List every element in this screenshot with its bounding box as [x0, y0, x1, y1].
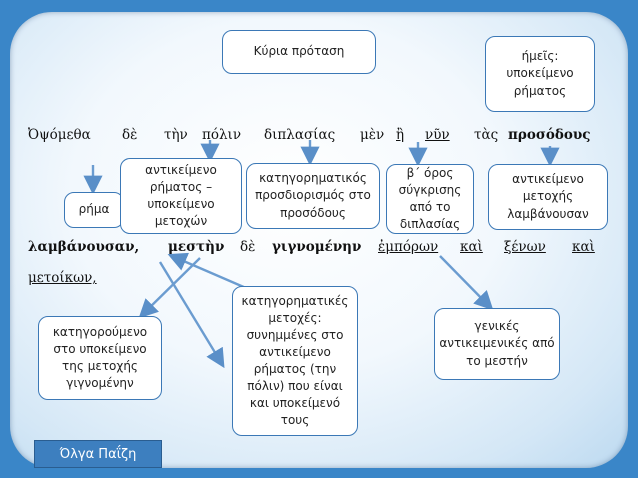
kategorimatikes-metoxes-box: κατηγορηματικές μετοχές: συνημμένες στο … — [232, 286, 358, 436]
arrow-kategorimatikes-2 — [158, 261, 225, 369]
kategoroumeno-box: κατηγορούμενο στο υποκείμενο της μετοχής… — [38, 316, 162, 400]
word-de: δὲ — [122, 127, 138, 143]
word-diplasias: διπλασίας — [264, 127, 336, 143]
word-lamvanousan: λαμβάνουσαν, — [28, 239, 140, 255]
word-opsometha: Ὀψόμεθα — [28, 127, 91, 143]
word-de-2: δὲ — [240, 239, 256, 255]
word-metoikon: μετοίκων, — [28, 270, 97, 286]
sentence-line-2: λαμβάνουσαν, μεστὴν δὲ γιγνομένην ἐμπόρω… — [28, 239, 608, 259]
b-oros-box: β΄ όρος σύγκρισης από το διπλασίας — [386, 164, 474, 234]
genikes-box: γενικές αντικειμενικές από το μεστήν — [434, 308, 560, 380]
author-footer: Όλγα Παΐζη — [34, 440, 162, 468]
word-kai-1: καὶ — [460, 239, 483, 255]
word-xenon: ξένων — [504, 239, 546, 255]
antikeimeno-rimatos-box: αντικείμενο ρήματος – υποκείμενο μετοχών — [120, 158, 242, 234]
sentence-line-1: Ὀψόμεθα δὲ τὴν πόλιν διπλασίας μὲν ἢ νῦν… — [28, 127, 608, 147]
word-men: μὲν — [360, 127, 385, 143]
word-emporon: ἐμπόρων — [378, 239, 439, 255]
kategorimatikos-box: κατηγορηματικός προσδιορισμός στο προσόδ… — [246, 163, 380, 229]
word-nyn: νῦν — [425, 127, 450, 143]
word-kai-2: καὶ — [572, 239, 595, 255]
word-tin: τὴν — [164, 127, 188, 143]
word-prosodous: προσόδους — [508, 127, 591, 143]
word-mestin: μεστὴν — [168, 239, 225, 255]
rima-box: ρήμα — [64, 192, 124, 228]
main-clause-box: Κύρια πρόταση — [222, 30, 376, 74]
arrow-genikes — [439, 255, 494, 311]
antikeimeno-metoxis-box: αντικείμενο μετοχής λαμβάνουσαν — [488, 164, 608, 230]
sentence-line-3: μετοίκων, — [28, 270, 228, 290]
word-i: ἢ — [396, 127, 405, 143]
word-tas: τὰς — [474, 127, 499, 143]
word-polin: πόλιν — [202, 127, 242, 143]
arrow-kategoroumeno — [138, 257, 201, 319]
arrow-kategorimatikes-1 — [167, 252, 247, 290]
word-gignomenin: γιγνομένην — [272, 239, 362, 255]
note-hmeis-box: ήμεῖς: υποκείμενο ρήματος — [485, 36, 595, 112]
